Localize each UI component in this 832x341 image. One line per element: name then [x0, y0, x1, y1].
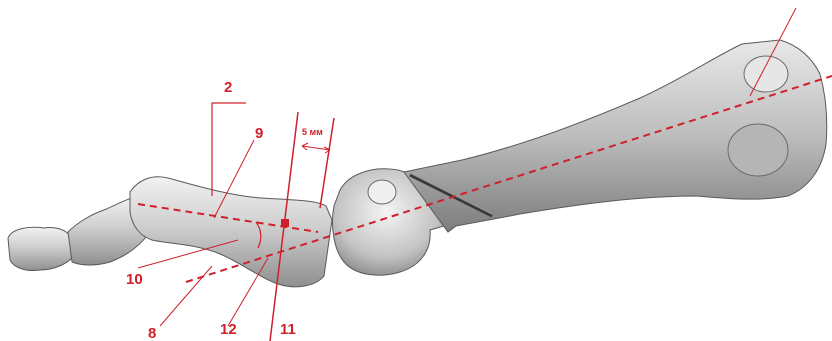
bracket-2	[212, 103, 246, 196]
label-12: 12	[220, 322, 237, 337]
sesamoid	[368, 180, 396, 204]
proximal-phalanx	[130, 177, 332, 287]
label-11: 11	[280, 322, 296, 337]
label-9: 9	[255, 126, 263, 141]
label-10: 10	[126, 272, 143, 287]
leader-8	[160, 266, 212, 326]
label-2: 2	[224, 80, 232, 95]
label-5mm: 5 мм	[302, 128, 323, 137]
label-8: 8	[148, 326, 156, 341]
right-angle-marker	[281, 219, 289, 227]
metatarsal-base-facet	[728, 124, 788, 176]
distal-phalanx	[8, 227, 72, 270]
metatarsal-base-tubercle	[744, 56, 788, 92]
